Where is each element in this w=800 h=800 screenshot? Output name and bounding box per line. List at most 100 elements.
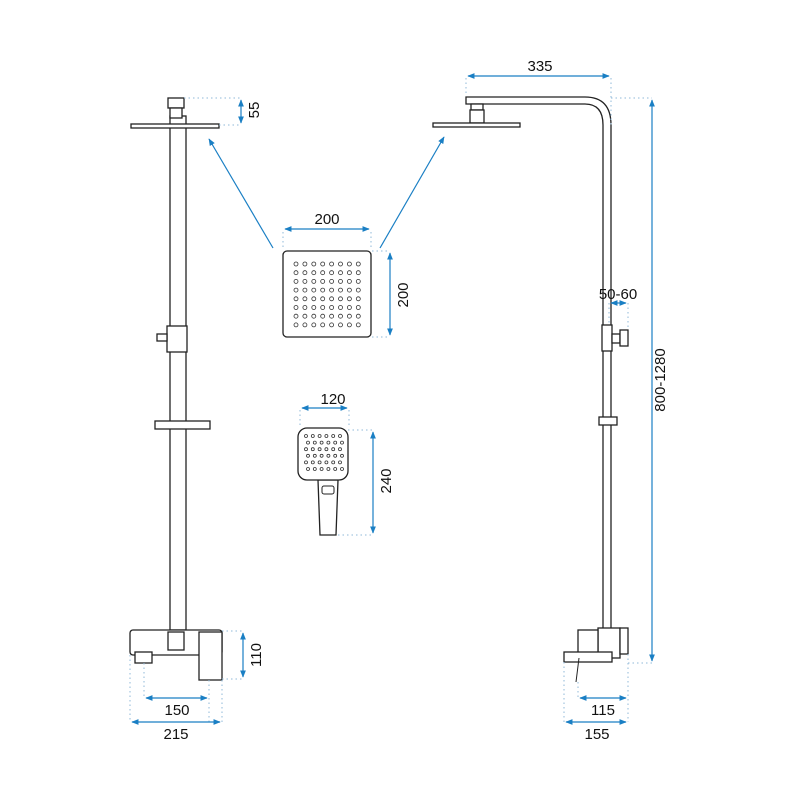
nozzle — [355, 313, 361, 319]
nozzle — [329, 296, 335, 302]
nozzle — [304, 460, 308, 465]
nozzle — [355, 278, 361, 284]
nozzle — [306, 453, 310, 458]
nozzle — [293, 313, 299, 319]
front-view — [129, 97, 223, 681]
nozzle — [346, 305, 352, 310]
nozzle — [333, 440, 338, 445]
front-mixer-center — [167, 631, 185, 651]
nozzle — [293, 261, 299, 267]
nozzle — [293, 287, 299, 293]
nozzle — [326, 453, 331, 458]
nozzle — [317, 434, 322, 438]
nozzle — [319, 440, 324, 445]
nozzle — [329, 278, 335, 284]
front-slider — [154, 420, 211, 430]
nozzle — [346, 296, 352, 302]
nozzle — [304, 434, 308, 438]
nozzle — [346, 270, 352, 276]
nozzle — [326, 467, 331, 471]
side-mixer-spout — [563, 651, 613, 663]
nozzle — [329, 322, 335, 328]
side-diverter-knob — [619, 329, 629, 347]
nozzle — [311, 261, 317, 267]
nozzle — [329, 261, 335, 267]
nozzle — [331, 447, 336, 452]
dim-hand-length: 240 — [378, 468, 395, 493]
nozzle — [320, 305, 326, 310]
nozzle — [319, 453, 324, 458]
nozzle — [338, 296, 343, 302]
side-collar — [598, 416, 618, 426]
dim-head-height: 55 — [246, 102, 263, 119]
dim-holder-offset: 50-60 — [599, 286, 637, 303]
dim-side-depth: 155 — [584, 726, 609, 743]
nozzle — [302, 322, 308, 328]
dim-mixer-width: 215 — [163, 726, 188, 743]
nozzle — [338, 434, 342, 438]
nozzle — [329, 313, 335, 319]
nozzle — [333, 453, 338, 458]
nozzle — [331, 434, 336, 438]
nozzle — [311, 322, 317, 328]
nozzle — [338, 305, 343, 310]
nozzle — [312, 440, 317, 445]
nozzle — [320, 313, 326, 319]
nozzle — [320, 322, 326, 328]
dim-hand-width: 120 — [320, 391, 345, 408]
nozzle — [302, 278, 308, 284]
nozzle — [317, 447, 322, 452]
nozzle — [338, 313, 343, 319]
nozzle — [338, 322, 343, 328]
nozzle — [311, 287, 317, 293]
dim-mixer-spacing: 150 — [164, 702, 189, 719]
nozzle — [302, 305, 308, 310]
nozzle — [320, 278, 326, 284]
front-diverter — [166, 325, 188, 353]
nozzle — [311, 305, 317, 310]
hand-shower-nozzles — [304, 434, 344, 471]
dim-side-inner: 115 — [591, 702, 615, 719]
nozzle — [338, 270, 343, 276]
front-dimensions: 55 110 150 215 — [129, 97, 265, 743]
nozzle — [311, 278, 317, 284]
nozzle — [293, 305, 299, 310]
nozzle — [306, 440, 310, 445]
nozzle — [311, 296, 317, 302]
nozzle — [338, 278, 343, 284]
nozzle — [333, 467, 338, 471]
nozzle — [324, 447, 329, 452]
front-diverter-knob — [156, 333, 168, 342]
nozzle — [346, 313, 352, 319]
nozzle — [324, 460, 329, 465]
nozzle — [320, 261, 326, 267]
dim-rain-width: 200 — [314, 211, 339, 228]
dim-rain-depth: 200 — [395, 282, 412, 307]
side-diverter — [601, 324, 613, 352]
nozzle — [329, 287, 335, 293]
nozzle — [302, 287, 308, 293]
nozzle — [338, 447, 342, 452]
nozzle — [329, 270, 335, 276]
nozzle — [346, 278, 352, 284]
nozzle — [304, 447, 308, 452]
front-head-connector — [169, 107, 183, 119]
nozzle — [320, 287, 326, 293]
nozzle — [310, 460, 315, 465]
rain-head-detail: 200 200 — [282, 211, 412, 338]
nozzle — [320, 296, 326, 302]
nozzle — [346, 322, 352, 328]
nozzle — [311, 313, 317, 319]
hand-shower-detail: 120 240 — [297, 391, 395, 536]
nozzle — [311, 270, 317, 276]
nozzle — [320, 270, 326, 276]
nozzle — [338, 287, 343, 293]
nozzle — [340, 467, 344, 471]
nozzle — [293, 322, 299, 328]
front-pole — [169, 115, 187, 631]
nozzle — [293, 278, 299, 284]
nozzle — [355, 270, 361, 276]
nozzle — [329, 305, 335, 310]
rain-head-nozzles — [293, 261, 361, 328]
